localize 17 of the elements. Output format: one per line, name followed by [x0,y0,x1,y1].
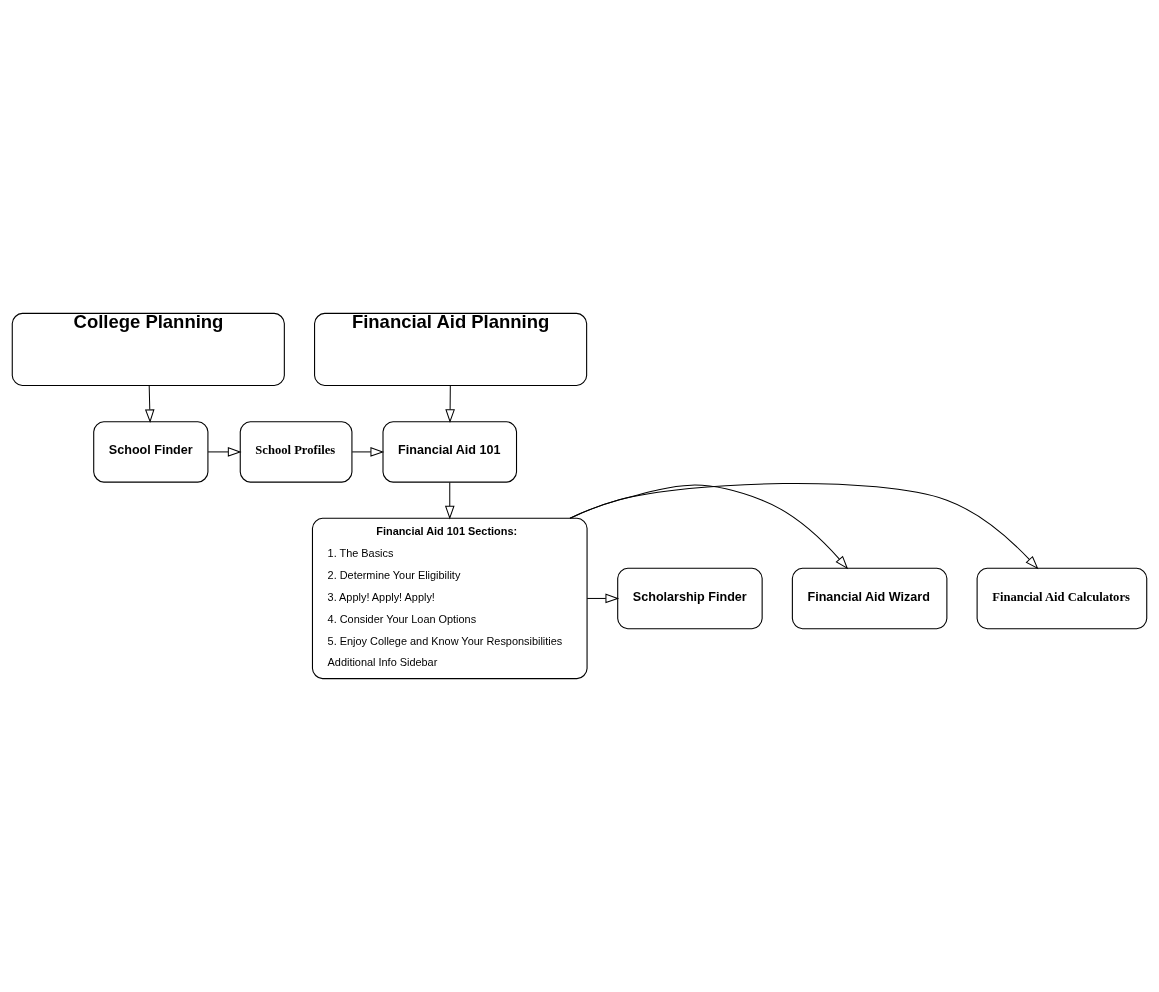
arrow [207,447,242,457]
node-box: School Profiles [239,421,353,483]
node-box: School Finder [93,421,209,483]
arrow [586,593,620,604]
node-box: Financial Aid 101 [382,421,518,483]
node-box: Financial Aid Planning [314,312,588,387]
arrow [445,385,455,424]
arrow [569,483,1039,570]
node-box: College Planning [11,312,285,387]
node-box: Financial Aid Calculators [976,567,1148,630]
arrow [144,385,155,424]
node-box: Financial Aid Wizard [791,567,948,630]
node-box: Scholarship Finder [617,567,763,630]
arrow [351,447,385,457]
node-box: Financial Aid 101 Sections: 1. The Basics 2. Determine Your Eligibility 3. Apply! Apply! Apply! 4. Consider Your Loan Options 5. Enjoy College and Know Your Responsibilities Additional Info Sidebar [311,517,588,680]
arrow [444,481,455,520]
arrow [569,484,849,570]
